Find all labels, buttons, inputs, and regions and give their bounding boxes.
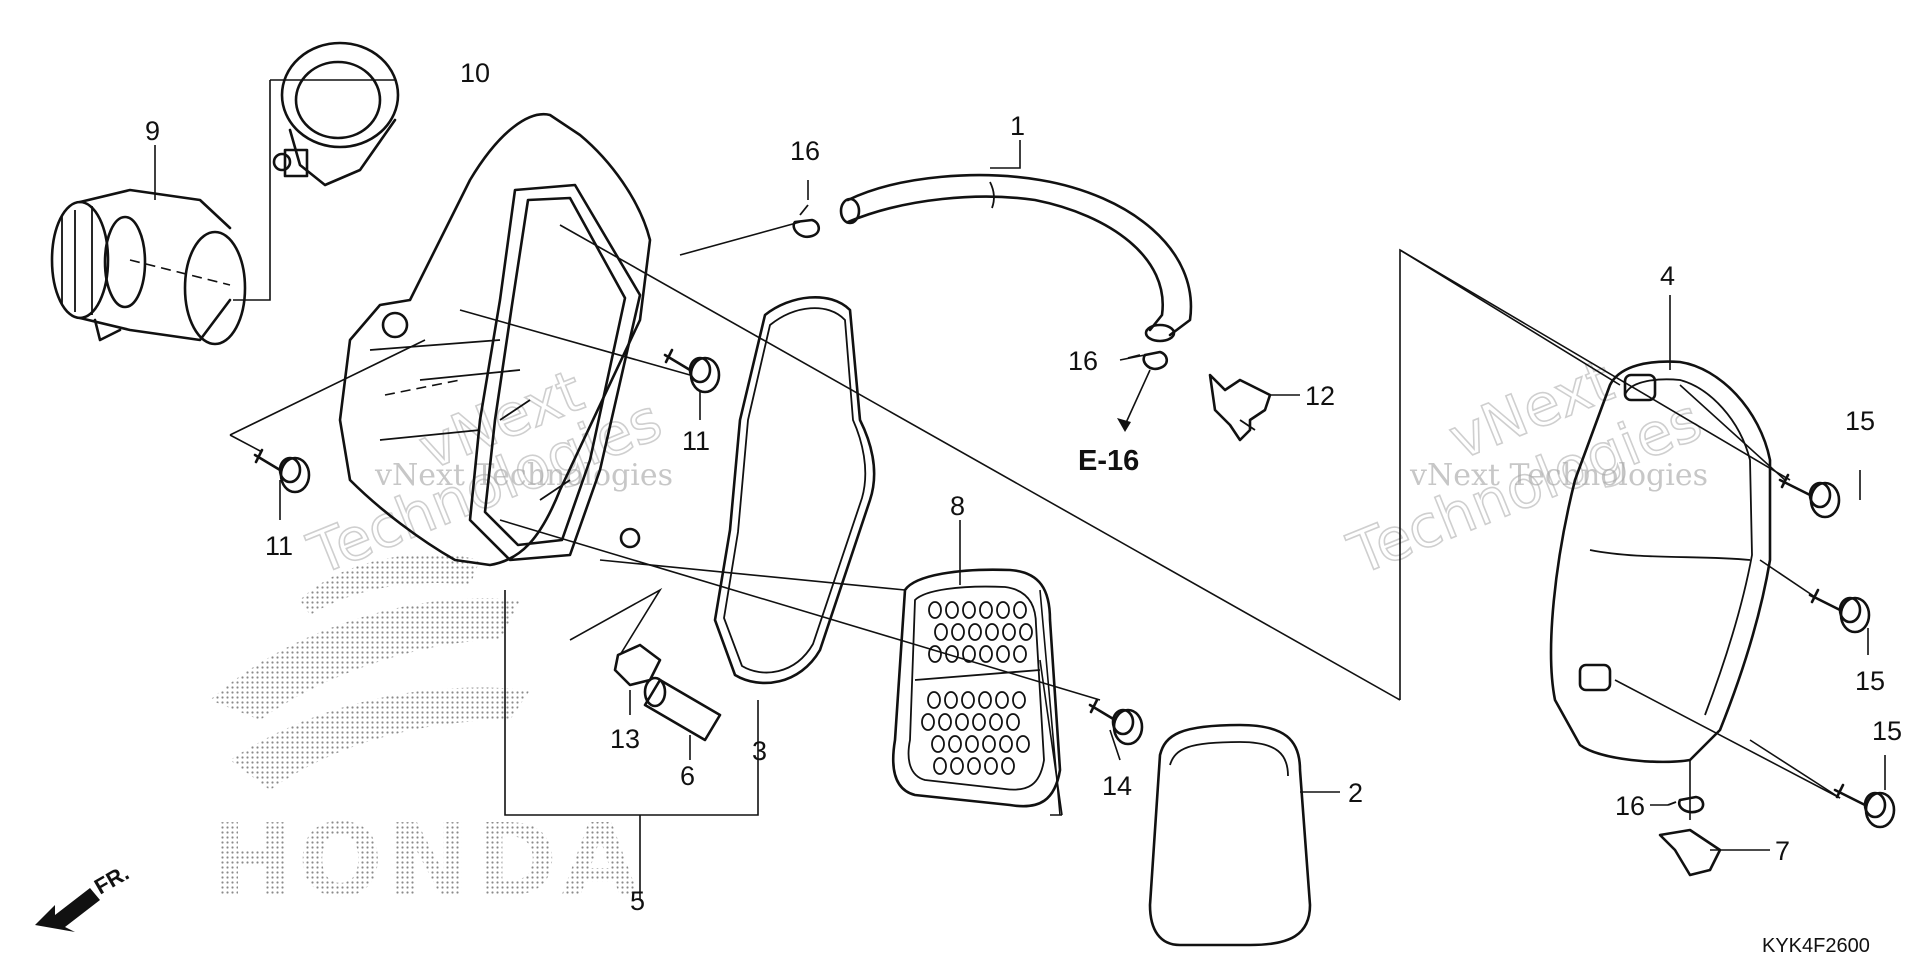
part-15-bolt-top <box>1778 473 1841 519</box>
part-2-air-cleaner-element <box>1148 723 1312 947</box>
reference-arrow <box>1117 369 1151 432</box>
watermark-text-right: vNext Technologies <box>1409 458 1708 493</box>
part-11-bolt-left <box>253 448 311 494</box>
element-holder-hole <box>955 713 969 731</box>
element-holder-hole <box>921 713 935 731</box>
honda-wing-logo: HONDA <box>210 554 643 919</box>
element-holder-hole <box>933 757 947 775</box>
element-holder-hole <box>928 645 942 663</box>
callout-14: 14 <box>1102 771 1132 801</box>
part-3-seal <box>713 295 876 685</box>
honda-logo-text: HONDA <box>210 802 643 919</box>
callout-5: 5 <box>630 886 645 916</box>
element-holder-hole <box>965 735 979 753</box>
element-holder-hole <box>995 691 1009 709</box>
element-holder-holes <box>921 601 1033 775</box>
element-holder-hole <box>1001 757 1015 775</box>
element-holder-hole <box>931 735 945 753</box>
watermark: vNext Technologies vNext Technologies vN… <box>298 346 1711 590</box>
element-holder-hole <box>967 757 981 775</box>
front-direction-indicator: FR. <box>35 860 133 932</box>
element-holder-hole <box>961 691 975 709</box>
element-holder-hole <box>996 645 1010 663</box>
front-direction-label: FR. <box>90 860 133 899</box>
element-holder-hole <box>989 713 1003 731</box>
element-holder-hole <box>951 623 965 641</box>
element-holder-hole <box>982 735 996 753</box>
callout-15-bottom: 15 <box>1872 716 1902 746</box>
part-16-clip-mid <box>1127 350 1169 371</box>
part-11-bolt-right <box>663 348 721 394</box>
part-12-holder <box>1208 373 1272 442</box>
element-holder-hole <box>938 713 952 731</box>
element-holder-hole <box>984 757 998 775</box>
part-10-band-clamp <box>272 41 400 187</box>
part-9-intake-funnel <box>50 188 247 346</box>
callout-1: 1 <box>1010 111 1025 141</box>
element-holder-hole <box>927 691 941 709</box>
element-holder-hole <box>978 691 992 709</box>
part-16-clip-top <box>792 204 821 239</box>
element-holder-hole <box>996 601 1010 619</box>
leader-lines <box>154 145 1886 900</box>
callouts: 1 2 3 4 5 6 7 8 9 10 11 11 12 13 14 15 1… <box>145 58 1902 916</box>
element-holder-hole <box>972 713 986 731</box>
callout-12: 12 <box>1305 381 1335 411</box>
callout-8: 8 <box>950 491 965 521</box>
element-holder-hole <box>1006 713 1020 731</box>
element-holder-hole <box>948 735 962 753</box>
callout-11-right: 11 <box>682 426 710 456</box>
callout-2: 2 <box>1348 778 1363 808</box>
element-holder-hole <box>979 645 993 663</box>
callout-4: 4 <box>1660 261 1675 291</box>
element-holder-hole <box>944 691 958 709</box>
part-15-bolt-bottom <box>1833 783 1896 829</box>
part-1-breather-tube <box>839 173 1193 343</box>
element-holder-hole <box>1019 623 1033 641</box>
callout-13: 13 <box>610 724 640 754</box>
element-holder-hole <box>985 623 999 641</box>
element-holder-hole <box>1013 645 1027 663</box>
element-holder-hole <box>999 735 1013 753</box>
part-8-element-holder <box>891 568 1062 808</box>
air-cleaner-case <box>338 112 652 567</box>
callout-16-top: 16 <box>790 136 820 166</box>
part-15-bolt-mid <box>1808 588 1871 634</box>
element-holder-hole <box>962 645 976 663</box>
diagram-code: KYK4F2600 <box>1762 935 1870 957</box>
part-16-clip-lower <box>1667 795 1705 814</box>
callout-16-mid: 16 <box>1068 346 1098 376</box>
element-holder-hole <box>968 623 982 641</box>
callout-9: 9 <box>145 116 160 146</box>
callout-6: 6 <box>680 761 695 791</box>
callout-10: 10 <box>460 58 490 88</box>
element-holder-hole <box>1016 735 1030 753</box>
callout-15-top: 15 <box>1845 406 1875 436</box>
element-holder-hole <box>950 757 964 775</box>
element-holder-hole <box>945 601 959 619</box>
element-holder-hole <box>962 601 976 619</box>
reference-e16-label: E-16 <box>1078 445 1139 477</box>
element-holder-hole <box>934 623 948 641</box>
element-holder-hole <box>979 601 993 619</box>
part-7-drain-plug <box>1658 828 1722 877</box>
callout-15-mid: 15 <box>1855 666 1885 696</box>
watermark-text-left: vNext Technologies <box>374 458 673 493</box>
callout-16-lower: 16 <box>1615 791 1645 821</box>
callout-11-left: 11 <box>265 531 293 561</box>
element-holder-hole <box>928 601 942 619</box>
callout-3: 3 <box>752 736 767 766</box>
element-holder-hole <box>1012 691 1026 709</box>
part-14-bolt <box>1088 698 1144 746</box>
element-holder-hole <box>1013 601 1027 619</box>
part-6-drain-tube <box>643 676 722 742</box>
callout-7: 7 <box>1775 836 1790 866</box>
part-4-air-cleaner-cover <box>1549 360 1772 764</box>
element-holder-hole <box>1002 623 1016 641</box>
